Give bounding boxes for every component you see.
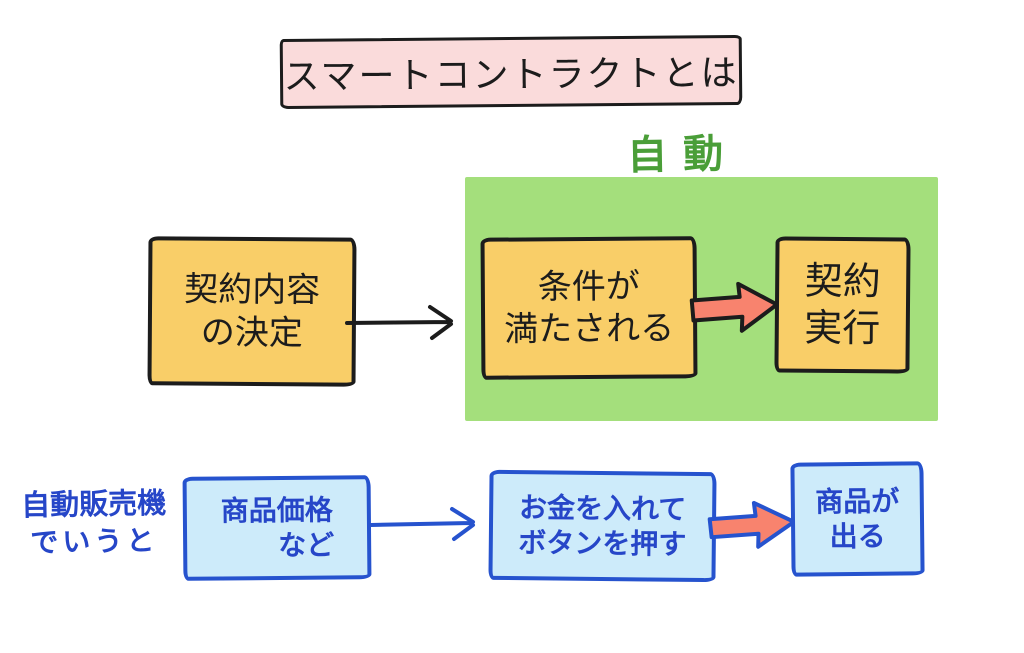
contract-execution-box: 契約 実行	[774, 236, 911, 374]
contract-decision-line1: 契約内容	[184, 269, 321, 311]
contract-decision-line2: の決定	[200, 312, 303, 353]
auto-label: 自動	[626, 131, 740, 179]
block-arrow-right-icon	[687, 274, 783, 339]
product-price-line1: 商品価格	[220, 493, 333, 528]
product-dispensed-line1: 商品が	[815, 484, 900, 519]
product-price-line2: など	[277, 528, 335, 562]
arrow-right-icon	[344, 300, 474, 344]
product-price-box: 商品価格 など	[182, 475, 372, 581]
page-title: スマートコントラクトとは	[283, 53, 739, 98]
block-arrow-right-blue-icon	[704, 492, 801, 557]
condition-met-line1: 条件が	[537, 266, 640, 307]
vending-machine-label-line2: でいうと	[30, 523, 159, 559]
product-dispensed-line2: 出る	[829, 519, 886, 554]
condition-met-line2: 満たされる	[504, 308, 675, 350]
arrow-right-blue-icon	[368, 502, 496, 546]
condition-met-box: 条件が 満たされる	[480, 236, 698, 380]
contract-execution-line2: 実行	[804, 305, 881, 351]
insert-money-line1: お金を入れて	[518, 491, 687, 526]
contract-execution-line1: 契約	[804, 258, 881, 303]
vending-machine-label-line1: 自動販売機	[20, 485, 167, 523]
insert-money-line2: ボタンを押す	[518, 526, 687, 561]
contract-decision-box: 契約内容 の決定	[147, 236, 357, 387]
insert-money-box: お金を入れて ボタンを押す	[488, 469, 717, 583]
title-box: スマートコントラクトとは	[279, 34, 743, 110]
product-dispensed-box: 商品が 出る	[790, 461, 925, 577]
vending-machine-label: 自動販売機 でいうと	[3, 484, 184, 561]
